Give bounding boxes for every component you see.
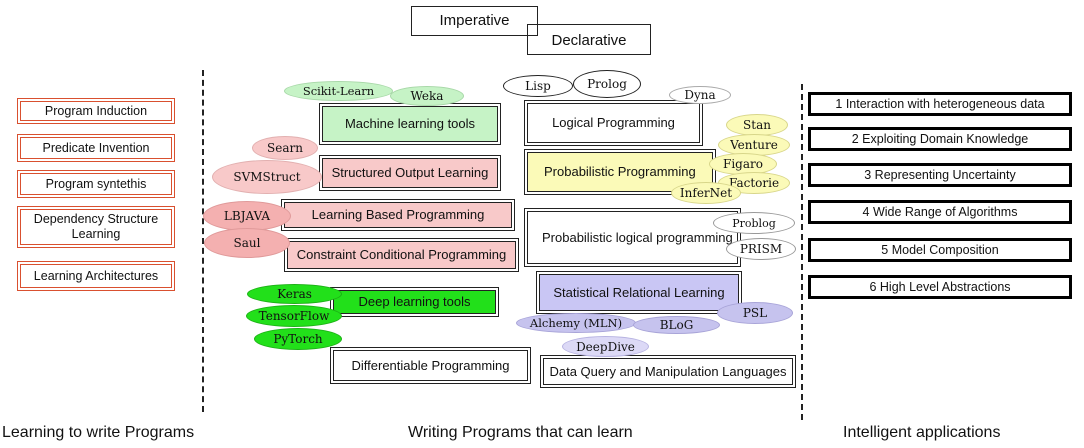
stan-ellipse: Stan xyxy=(726,114,788,136)
left-item-program-induction: Program Induction xyxy=(20,101,172,121)
statistical-relational-learning-box: Statistical Relational Learning xyxy=(539,274,739,311)
right-item-domain-knowledge: 2 Exploiting Domain Knowledge xyxy=(808,127,1072,151)
imperative-label: Imperative xyxy=(439,12,510,29)
dyna-ellipse: Dyna xyxy=(669,86,731,104)
right-footer: Intelligent applications xyxy=(843,424,1001,441)
imperative-box: Imperative xyxy=(411,6,538,36)
lisp-ellipse: Lisp xyxy=(503,75,573,97)
pytorch-ellipse: PyTorch xyxy=(254,328,342,350)
lbjava-ellipse: LBJAVA xyxy=(203,201,291,231)
center-footer: Writing Programs that can learn xyxy=(408,424,633,441)
blog-ellipse: BLoG xyxy=(633,316,720,334)
right-item-abstractions: 6 High Level Abstractions xyxy=(808,275,1072,299)
keras-ellipse: Keras xyxy=(247,284,342,304)
declarative-label: Declarative xyxy=(551,31,627,49)
left-divider xyxy=(202,70,204,412)
right-item-uncertainty: 3 Representing Uncertainty xyxy=(808,163,1072,187)
searn-ellipse: Searn xyxy=(252,136,318,160)
learning-based-programming-box: Learning Based Programming xyxy=(284,202,512,228)
prism-ellipse: PRISM xyxy=(726,238,796,260)
logical-programming-box: Logical Programming xyxy=(527,103,700,143)
right-divider xyxy=(801,84,803,420)
data-query-box: Data Query and Manipulation Languages xyxy=(543,358,793,385)
right-item-model-composition: 5 Model Composition xyxy=(808,238,1072,262)
machine-learning-tools-box: Machine learning tools xyxy=(322,106,498,142)
svmstruct-ellipse: SVMStruct xyxy=(212,160,322,194)
infernet-ellipse: InferNet xyxy=(671,182,741,204)
tensorflow-ellipse: TensorFlow xyxy=(246,305,342,327)
alchemy-ellipse: Alchemy (MLN) xyxy=(516,313,636,333)
differentiable-programming-box: Differentiable Programming xyxy=(333,350,528,381)
left-item-learning-architectures: Learning Architectures xyxy=(20,264,172,288)
declarative-box: Declarative xyxy=(527,24,651,55)
deep-learning-tools-box: Deep learning tools xyxy=(333,290,496,314)
left-item-program-synthesis: Program syntethis xyxy=(20,173,172,195)
prolog-ellipse: Prolog xyxy=(573,70,641,98)
left-footer: Learning to write Programs xyxy=(2,424,195,441)
saul-ellipse: Saul xyxy=(204,228,290,258)
problog-ellipse: Problog xyxy=(713,212,795,234)
deepdive-ellipse: DeepDive xyxy=(562,336,649,357)
right-item-algorithms: 4 Wide Range of Algorithms xyxy=(808,200,1072,224)
constraint-conditional-programming-box: Constraint Conditional Programming xyxy=(287,241,516,269)
probabilistic-logical-programming-box: Probabilistic logical programming xyxy=(527,211,738,264)
right-item-heterogeneous-data: 1 Interaction with heterogeneous data xyxy=(808,92,1072,116)
scikit-learn-ellipse: Scikit-Learn xyxy=(284,81,393,101)
weka-ellipse: Weka xyxy=(390,86,464,106)
psl-ellipse: PSL xyxy=(717,302,793,324)
left-item-predicate-invention: Predicate Invention xyxy=(20,137,172,159)
left-item-dependency-structure: Dependency Structure Learning xyxy=(20,209,172,245)
structured-output-learning-box: Structured Output Learning xyxy=(322,158,498,188)
